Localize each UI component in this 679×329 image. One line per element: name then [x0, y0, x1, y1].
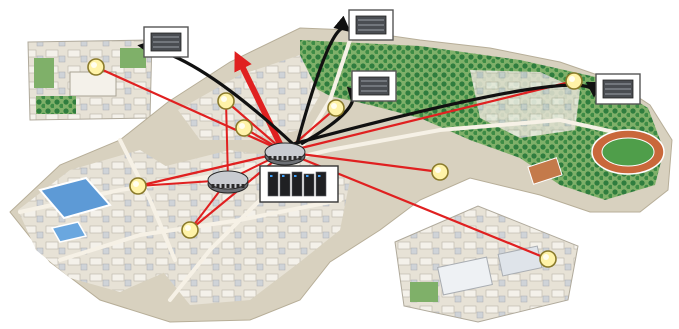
link-hub-center-sw-4: [292, 81, 602, 146]
access-point-icon[interactable]: [129, 177, 147, 195]
link-ap-1-hub-center: [225, 100, 286, 153]
campus-block-northwest: [27, 39, 153, 121]
tennis-courts: [527, 157, 563, 185]
pool-large: [38, 176, 112, 220]
nodes-layer: [87, 9, 641, 268]
network-switch-icon[interactable]: [595, 73, 641, 105]
access-point-icon[interactable]: [327, 99, 345, 117]
link-ap-3-hub-center: [137, 150, 286, 188]
access-point-icon[interactable]: [431, 163, 449, 181]
access-point-icon[interactable]: [565, 72, 583, 90]
hub-router-icon[interactable]: [264, 142, 306, 166]
uplink-arrow: [234, 51, 284, 148]
campus-block-southeast: [394, 205, 579, 323]
access-point-icon[interactable]: [87, 58, 105, 76]
network-switch-icon[interactable]: [351, 70, 397, 102]
link-ap-7-hub-center: [284, 79, 575, 154]
link-hub-left-ap-1: [225, 100, 229, 181]
red-links-layer: [95, 51, 575, 261]
pool-small: [50, 221, 88, 243]
access-point-icon[interactable]: [181, 221, 199, 239]
access-point-icon[interactable]: [539, 250, 557, 268]
hub-router-icon[interactable]: [207, 170, 249, 194]
access-point-icon[interactable]: [235, 119, 253, 137]
access-point-icon[interactable]: [217, 92, 235, 110]
server-rack-icon[interactable]: [259, 165, 339, 203]
network-switch-icon[interactable]: [143, 26, 189, 58]
network-switch-icon[interactable]: [348, 9, 394, 41]
link-ap-nw-hub-center: [95, 65, 286, 154]
athletics-track: [591, 129, 665, 175]
link-hub-center-sw-2: [295, 15, 351, 145]
link-ap-5-hub-center: [284, 150, 441, 174]
